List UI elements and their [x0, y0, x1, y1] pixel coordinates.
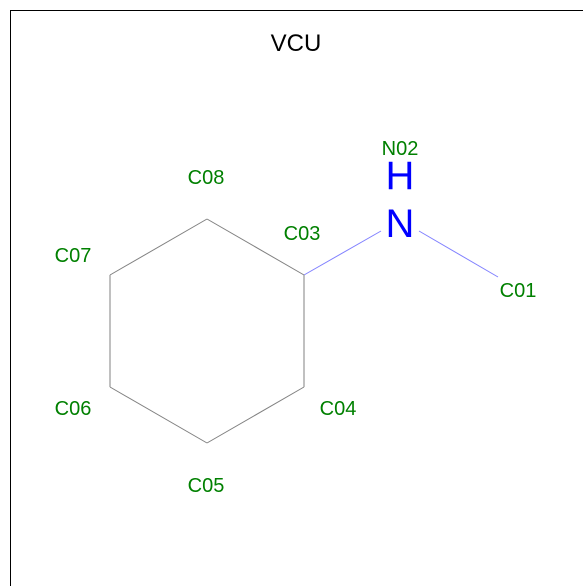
atom-label-c03: C03 — [284, 223, 321, 245]
atom-label-c04: C04 — [320, 398, 357, 420]
atom-label-c08: C08 — [188, 167, 225, 189]
bond-c08-c03 — [206, 218, 305, 276]
atom-label-c07: C07 — [55, 245, 92, 267]
atom-labels-layer: C01 N02 C03 C04 C05 C06 C07 C08 — [55, 138, 537, 497]
atom-label-n02: N02 — [382, 138, 419, 160]
nitrogen-hydrogen-symbol: H — [386, 154, 415, 198]
bond-c05-c06 — [109, 386, 208, 444]
bond-c03-n02 — [303, 230, 382, 276]
atom-label-c01: C01 — [500, 280, 537, 302]
bond-n02-c01 — [418, 230, 499, 278]
atom-symbols-layer: H N — [386, 154, 415, 246]
bonds-layer — [109, 218, 499, 444]
molecule-title: VCU — [271, 30, 322, 57]
nitrogen-symbol: N — [386, 202, 415, 246]
structure-frame — [10, 10, 583, 586]
atom-label-c05: C05 — [188, 475, 225, 497]
bond-c07-c08 — [109, 218, 208, 276]
atom-label-c06: C06 — [55, 398, 92, 420]
bond-c04-c05 — [206, 386, 305, 444]
